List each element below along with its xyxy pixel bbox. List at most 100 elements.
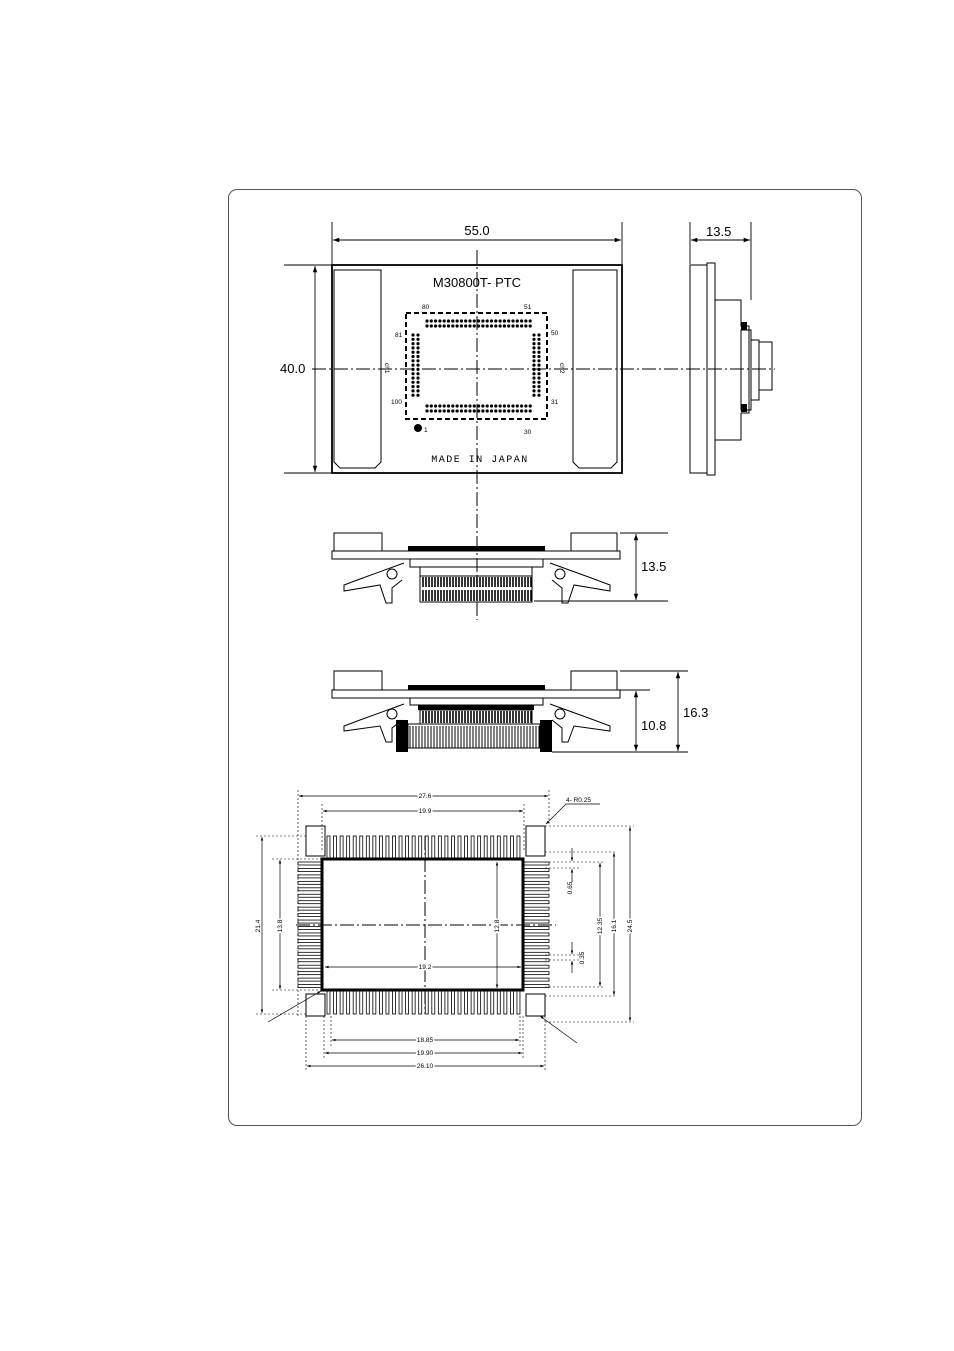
lead-left — [297, 880, 323, 885]
dim-26-10-label: 26.10 — [417, 1063, 434, 1070]
pin-dot — [489, 324, 494, 328]
pin-dot — [532, 372, 536, 376]
lead-top — [444, 835, 449, 860]
pin-dot — [515, 319, 519, 323]
lead-left — [297, 958, 323, 963]
lead-left — [297, 861, 323, 866]
dim-12-8-label: 12.8 — [494, 919, 501, 932]
pin-dot — [498, 319, 502, 323]
pin-dot — [411, 389, 415, 393]
pin-dot — [498, 404, 502, 408]
side-view: 13.5 — [689, 222, 773, 476]
dim-24-5-label: 24.5 — [627, 919, 634, 932]
lead-right — [522, 868, 550, 872]
lead-top — [365, 835, 370, 860]
pin-dot — [425, 319, 429, 323]
pin-dot — [498, 409, 502, 413]
lead-top — [451, 835, 455, 860]
pin-dot — [438, 409, 442, 413]
pin-dot — [434, 319, 438, 323]
pin-dot — [528, 404, 532, 408]
pin-dot — [442, 404, 446, 408]
pin-dot — [537, 380, 541, 384]
pin-dot — [494, 409, 498, 413]
pin-dot — [507, 409, 511, 413]
lead-left — [297, 971, 323, 976]
pin-dot — [537, 389, 541, 393]
lead-top — [496, 835, 501, 860]
pin-dot — [472, 404, 476, 408]
pin-dot — [532, 393, 536, 397]
pin-dot — [532, 354, 536, 359]
pin-label-51: 51 — [524, 304, 532, 311]
pin-dot — [455, 404, 459, 408]
lead-bottom — [483, 989, 488, 1015]
pin-dot — [477, 319, 481, 323]
pin-dot — [416, 389, 420, 393]
lead-right — [522, 900, 550, 905]
pin-dot — [416, 363, 420, 367]
pin-dot — [524, 324, 528, 328]
dim-0-65-label: 0.65 — [567, 881, 574, 894]
pin-dot — [511, 404, 515, 408]
pin-dot — [520, 404, 524, 408]
lead-top — [346, 835, 351, 860]
pin-dot — [459, 319, 463, 323]
pin-dot — [451, 409, 455, 413]
dim-19-2-label: 19.2 — [419, 964, 432, 971]
pin-dot — [537, 372, 541, 376]
pin-dot — [489, 319, 494, 323]
pin-dot — [537, 333, 541, 337]
lead-top — [352, 835, 357, 860]
lead-right — [522, 926, 550, 930]
right-clamp-pad — [572, 269, 618, 469]
pin-dot — [416, 372, 420, 376]
lead-right — [522, 945, 550, 950]
lead-bottom — [333, 989, 337, 1015]
lead-bottom — [431, 989, 436, 1015]
pin-dot — [485, 324, 489, 328]
front1-pin-fins — [420, 577, 532, 601]
pin-dot — [477, 404, 481, 408]
pin-dot — [434, 324, 438, 328]
pin-dot — [464, 319, 468, 323]
lead-left — [297, 977, 323, 982]
pin-dot — [411, 346, 415, 350]
pin-dot — [511, 409, 515, 413]
pin-dot — [429, 324, 433, 328]
pin-dot — [442, 324, 446, 328]
pin-dot — [477, 324, 481, 328]
lead-left — [297, 893, 323, 898]
pin-dot — [429, 404, 433, 408]
lead-top — [398, 835, 403, 860]
dim-19-9-label: 19.9 — [419, 808, 432, 815]
lead-bottom — [424, 989, 429, 1015]
pin-dot — [502, 319, 506, 323]
lead-bottom — [509, 989, 514, 1015]
pin-dot — [524, 319, 528, 323]
pin-dot — [528, 319, 532, 323]
lead-top — [326, 835, 331, 860]
lead-bottom — [477, 989, 482, 1015]
pin-dot — [459, 409, 463, 413]
pin-dot — [520, 324, 524, 328]
pin-dot — [507, 324, 511, 328]
lead-left — [297, 945, 323, 950]
lead-left — [297, 964, 323, 969]
dim-18-85-label: 18.85 — [417, 1037, 434, 1044]
pin-dot — [532, 350, 536, 354]
dim-0-35-label: 0.35 — [579, 951, 586, 964]
pin-dot — [416, 393, 420, 397]
pin-dot — [532, 363, 536, 367]
pin-dot — [459, 324, 463, 328]
pin-label-30: 30 — [524, 429, 532, 436]
lead-bottom — [346, 989, 351, 1015]
pin-dot — [485, 404, 489, 408]
lead-right — [522, 919, 550, 924]
lead-right — [522, 861, 550, 866]
pin-dot — [411, 372, 415, 376]
pin-dot — [411, 376, 415, 380]
pin-dot — [537, 359, 541, 363]
pin-label-50: 50 — [551, 330, 559, 337]
pin-dot — [485, 409, 489, 413]
